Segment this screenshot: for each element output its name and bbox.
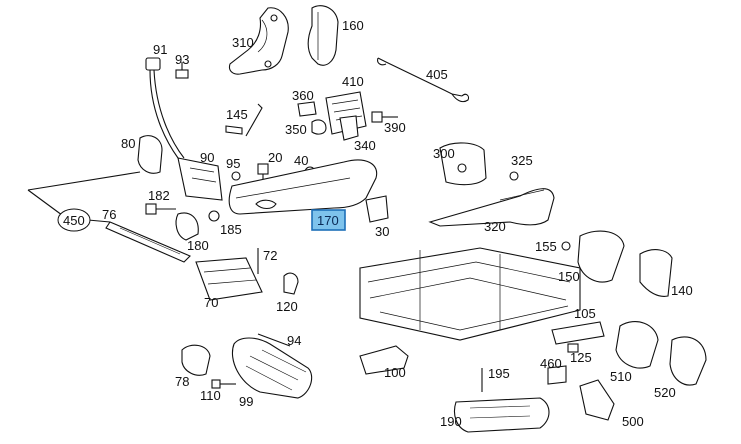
part-145-pin — [225, 103, 263, 137]
label-91: 91 — [153, 42, 167, 57]
label-100: 100 — [384, 365, 406, 380]
part-80-cover — [137, 135, 163, 174]
label-520: 520 — [654, 385, 676, 400]
label-190: 190 — [440, 414, 462, 429]
part-93-screw — [175, 62, 189, 79]
label-80: 80 — [121, 136, 135, 151]
part-182-bolt — [145, 203, 176, 215]
part-30-clip — [365, 195, 389, 223]
label-20: 20 — [268, 150, 282, 165]
label-182: 182 — [148, 188, 170, 203]
label-325: 325 — [511, 153, 533, 168]
label-405: 405 — [426, 67, 448, 82]
label-300: 300 — [433, 146, 455, 161]
label-410: 410 — [342, 74, 364, 89]
part-185-nut — [208, 210, 220, 222]
part-90-module — [177, 157, 223, 201]
label-390: 390 — [384, 120, 406, 135]
seat-frame — [359, 247, 581, 341]
label-95: 95 — [226, 156, 240, 171]
label-170: 170 — [317, 213, 339, 228]
part-320-bracket — [428, 188, 555, 227]
part-95-cap — [231, 171, 241, 181]
label-90: 90 — [200, 150, 214, 165]
label-450: 450 — [63, 213, 85, 228]
part-325-washer — [509, 171, 519, 181]
label-160: 160 — [342, 18, 364, 33]
part-170-side-panel — [228, 159, 378, 215]
label-72: 72 — [263, 248, 277, 263]
part-125-clip — [567, 343, 579, 353]
part-100-trim — [359, 345, 409, 375]
label-93: 93 — [175, 52, 189, 67]
part-70-frame — [195, 257, 263, 301]
label-360: 360 — [292, 88, 314, 103]
label-145: 145 — [226, 107, 248, 122]
label-78: 78 — [175, 374, 189, 389]
part-105-trim — [551, 321, 605, 345]
part-460-bracket — [547, 365, 567, 385]
part-520-cover — [669, 336, 707, 386]
label-350: 350 — [285, 122, 307, 137]
part-91-cable — [145, 57, 185, 159]
part-110-bolt — [211, 379, 236, 389]
part-500-trim — [579, 379, 615, 421]
label-180: 180 — [187, 238, 209, 253]
label-310: 310 — [232, 35, 254, 50]
label-140: 140 — [671, 283, 693, 298]
part-94-rod — [257, 333, 291, 347]
label-450-ellipse — [57, 208, 91, 232]
part-190-base — [453, 397, 550, 433]
part-350-clip — [311, 119, 327, 135]
label-125: 125 — [570, 350, 592, 365]
label-460: 460 — [540, 356, 562, 371]
part-150-cover — [577, 230, 625, 283]
label-40: 40 — [294, 153, 308, 168]
label-500: 500 — [622, 414, 644, 429]
label-155: 155 — [535, 239, 557, 254]
part-510-cover — [615, 321, 659, 369]
label-195: 195 — [488, 366, 510, 381]
label-150: 150 — [558, 269, 580, 284]
highlight-box-170 — [311, 209, 346, 231]
label-76: 76 — [102, 207, 116, 222]
part-155-washer — [561, 241, 571, 251]
label-30: 30 — [375, 224, 389, 239]
part-310-bracket — [228, 7, 289, 75]
part-160-cover — [307, 5, 339, 66]
label-110: 110 — [200, 388, 221, 403]
label-105: 105 — [574, 306, 596, 321]
part-360-clip — [297, 101, 317, 117]
label-320: 320 — [484, 219, 506, 234]
label-510: 510 — [610, 369, 632, 384]
part-76-rail — [105, 221, 191, 263]
label-94: 94 — [287, 333, 301, 348]
part-180-cover — [175, 212, 199, 241]
part-340-bracket — [339, 115, 359, 141]
part-405-spring — [377, 57, 470, 103]
label-99: 99 — [239, 394, 253, 409]
part-140-bracket — [639, 249, 673, 297]
part-120-clip — [283, 272, 299, 295]
part-99-cover — [232, 337, 313, 399]
part-78-bracket — [181, 344, 211, 376]
label-70: 70 — [204, 295, 218, 310]
label-185: 185 — [220, 222, 242, 237]
label-120: 120 — [276, 299, 298, 314]
part-390-screw — [371, 111, 398, 123]
label-340: 340 — [354, 138, 376, 153]
part-300-bracket — [439, 142, 487, 186]
